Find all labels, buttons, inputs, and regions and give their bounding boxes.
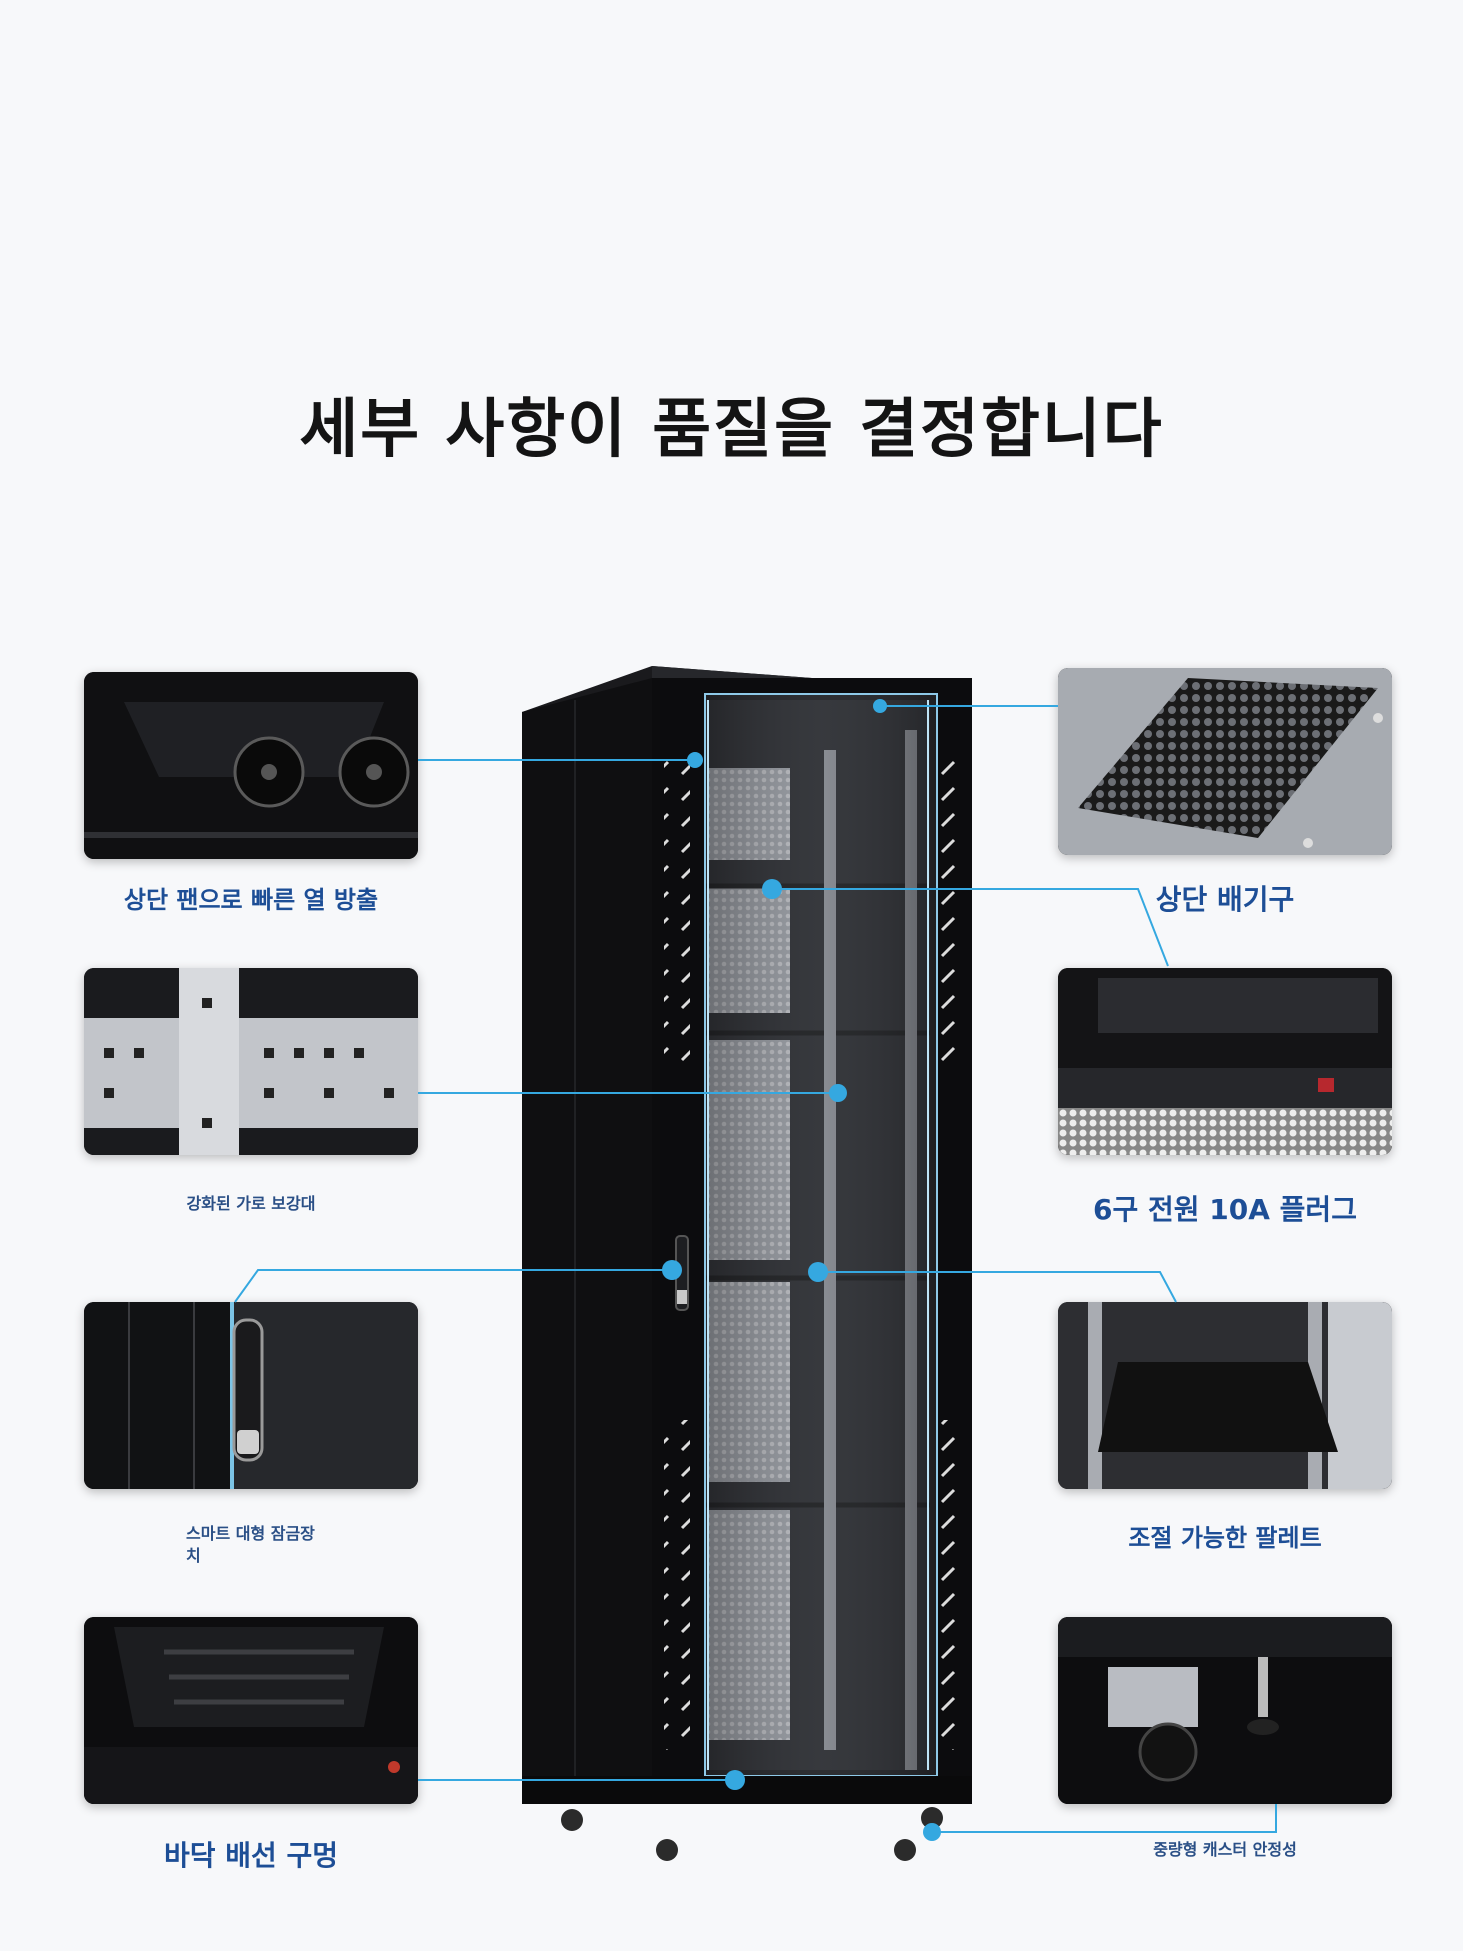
caption-power-plug: 6구 전원 10A 플러그	[1093, 1193, 1357, 1226]
caption-cable-hole: 바닥 배선 구멍	[163, 1839, 339, 1872]
caption-crossbar: 강화된 가로 보강대	[186, 1194, 316, 1213]
page-title: 세부 사항이 품질을 결정합니다	[299, 393, 1164, 467]
power-strip-photo	[1058, 968, 1392, 1155]
top-vent-photo	[1058, 668, 1392, 855]
caption-lock-line1: 스마트 대형 잠금장	[186, 1524, 315, 1543]
caption-caster: 중량형 캐스터 안정성	[1153, 1840, 1297, 1859]
caster-photo	[1058, 1617, 1392, 1804]
cable-hole-photo	[84, 1617, 418, 1804]
crossbar-photo	[84, 968, 418, 1155]
smart-lock-photo	[84, 1302, 418, 1489]
caption-top-vent: 상단 배기구	[1155, 883, 1295, 916]
caption-lock-line2: 치	[186, 1546, 201, 1565]
top-fan-photo	[84, 672, 418, 859]
caption-top-fan: 상단 팬으로 빠른 열 방출	[123, 886, 379, 914]
caption-shelf: 조절 가능한 팔레트	[1128, 1524, 1322, 1552]
adjustable-shelf-photo	[1058, 1302, 1392, 1489]
